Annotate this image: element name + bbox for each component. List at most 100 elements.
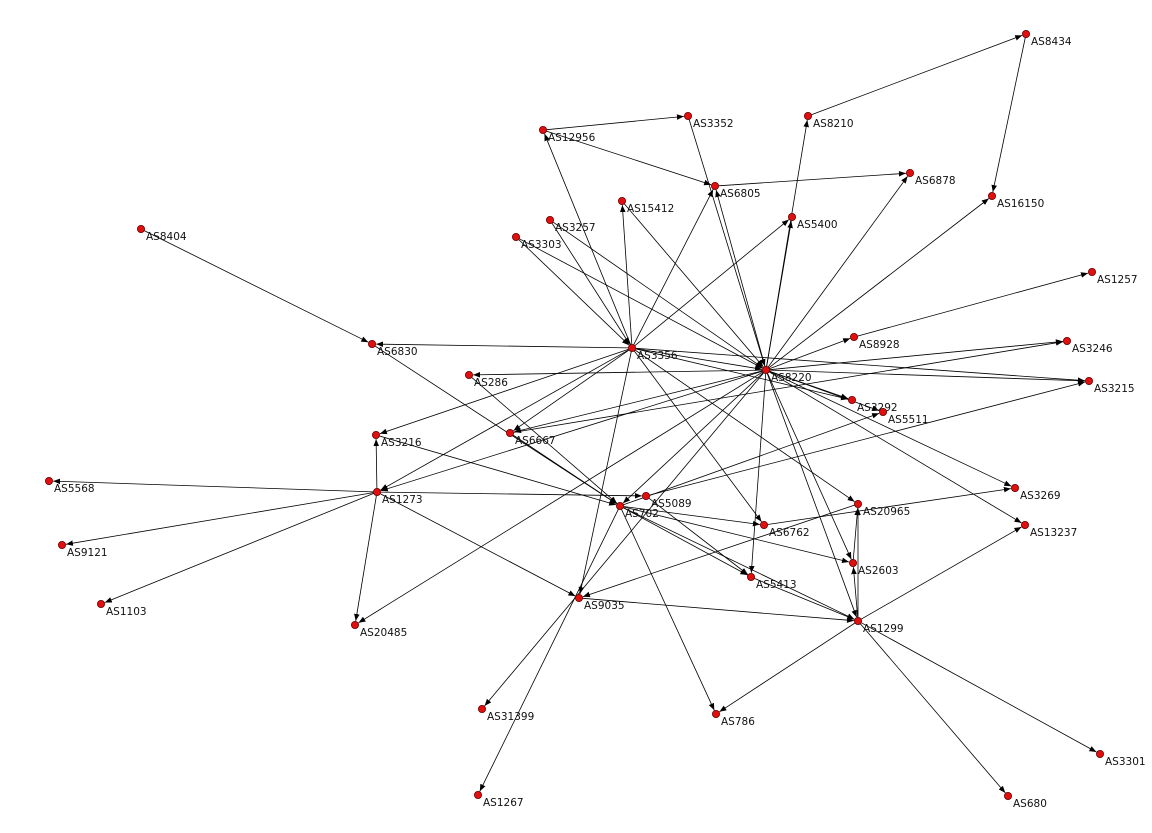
node-dot-as8928[interactable] bbox=[850, 332, 859, 341]
node-as8404[interactable]: AS8404 bbox=[136, 224, 187, 243]
node-dot-as9121[interactable] bbox=[58, 541, 67, 550]
node-as20485[interactable]: AS20485 bbox=[350, 621, 407, 639]
node-as6667[interactable]: AS6667 bbox=[505, 428, 556, 447]
node-dot-as8434[interactable] bbox=[1022, 29, 1031, 38]
node-as20965[interactable]: AS20965 bbox=[854, 499, 910, 518]
node-as9035[interactable]: AS9035 bbox=[575, 594, 625, 612]
node-dot-as6878[interactable] bbox=[906, 168, 915, 177]
node-as3356[interactable]: AS3356 bbox=[628, 343, 678, 362]
node-as12956[interactable]: AS12956 bbox=[539, 126, 596, 144]
edge-as3257-to-as8220 bbox=[552, 221, 763, 369]
node-dot-as3301[interactable] bbox=[1096, 750, 1105, 759]
node-as13237[interactable]: AS13237 bbox=[1021, 521, 1077, 539]
node-as5413[interactable]: AS5413 bbox=[747, 573, 797, 591]
node-as5089[interactable]: AS5089 bbox=[642, 491, 692, 510]
node-dot-as6762[interactable] bbox=[760, 521, 769, 530]
node-as8434[interactable]: AS8434 bbox=[1022, 29, 1072, 48]
edge-as3303-to-as3356 bbox=[518, 239, 630, 346]
node-as6805[interactable]: AS6805 bbox=[711, 181, 761, 200]
node-dot-as6805[interactable] bbox=[711, 181, 720, 190]
node-as1299[interactable]: AS1299 bbox=[854, 617, 904, 635]
node-label-as12956: AS12956 bbox=[548, 132, 596, 144]
node-as3292[interactable]: AS3292 bbox=[848, 395, 898, 414]
node-dot-as2603[interactable] bbox=[849, 559, 858, 568]
node-as786[interactable]: AS786 bbox=[712, 710, 755, 728]
node-as8220[interactable]: AS8220 bbox=[762, 365, 812, 384]
node-dot-as3246[interactable] bbox=[1063, 336, 1072, 345]
node-dot-as15412[interactable] bbox=[618, 196, 627, 205]
node-as5568[interactable]: AS5568 bbox=[45, 476, 95, 495]
node-as3215[interactable]: AS3215 bbox=[1085, 376, 1135, 395]
edge-as6667-to-as702 bbox=[512, 434, 617, 505]
node-as16150[interactable]: AS16150 bbox=[988, 191, 1044, 210]
node-dot-as3215[interactable] bbox=[1085, 376, 1094, 385]
node-dot-as3352[interactable] bbox=[684, 112, 693, 121]
node-as3246[interactable]: AS3246 bbox=[1063, 336, 1113, 355]
node-dot-as1299[interactable] bbox=[854, 617, 863, 626]
node-as1273[interactable]: AS1273 bbox=[372, 487, 423, 506]
node-as3301[interactable]: AS3301 bbox=[1096, 750, 1146, 768]
edge-as3356-to-as8220 bbox=[635, 348, 763, 371]
node-dot-as8210[interactable] bbox=[804, 112, 813, 121]
edge-as20965-to-as9035 bbox=[582, 504, 855, 598]
node-dot-as20965[interactable] bbox=[854, 499, 863, 508]
node-dot-as3303[interactable] bbox=[512, 232, 521, 241]
node-dot-as1273[interactable] bbox=[372, 487, 381, 496]
node-dot-as8220[interactable] bbox=[762, 365, 771, 374]
node-as9121[interactable]: AS9121 bbox=[58, 541, 108, 559]
node-as6762[interactable]: AS6762 bbox=[760, 521, 810, 539]
node-dot-as1103[interactable] bbox=[97, 600, 106, 609]
node-as6830[interactable]: AS6830 bbox=[367, 339, 418, 358]
node-dot-as9035[interactable] bbox=[575, 594, 584, 603]
node-dot-as13237[interactable] bbox=[1021, 521, 1030, 530]
node-as5511[interactable]: AS5511 bbox=[879, 407, 929, 426]
node-dot-as702[interactable] bbox=[616, 501, 625, 510]
node-dot-as786[interactable] bbox=[712, 710, 721, 719]
node-dot-as20485[interactable] bbox=[350, 621, 359, 630]
node-dot-as3216[interactable] bbox=[371, 430, 380, 439]
node-as31399[interactable]: AS31399 bbox=[477, 705, 534, 723]
node-as3303[interactable]: AS3303 bbox=[512, 232, 562, 251]
node-dot-as5568[interactable] bbox=[45, 476, 54, 485]
node-dot-as1267[interactable] bbox=[473, 791, 482, 800]
node-dot-as31399[interactable] bbox=[477, 705, 486, 714]
node-dot-as3356[interactable] bbox=[628, 343, 637, 352]
node-dot-as8404[interactable] bbox=[136, 224, 145, 233]
node-dot-as16150[interactable] bbox=[988, 191, 997, 200]
node-as702[interactable]: AS702 bbox=[616, 501, 659, 520]
node-dot-as12956[interactable] bbox=[539, 126, 548, 135]
node-as1267[interactable]: AS1267 bbox=[473, 791, 524, 809]
node-as8210[interactable]: AS8210 bbox=[804, 112, 854, 130]
node-as5400[interactable]: AS5400 bbox=[788, 212, 838, 231]
edge-as3356-to-as15412 bbox=[619, 205, 633, 345]
node-dot-as5400[interactable] bbox=[788, 212, 797, 221]
node-dot-as6667[interactable] bbox=[505, 428, 514, 437]
node-as2603[interactable]: AS2603 bbox=[849, 559, 899, 577]
edge-as1273-to-as5568 bbox=[53, 478, 374, 493]
node-as1103[interactable]: AS1103 bbox=[97, 600, 147, 618]
node-as286[interactable]: AS286 bbox=[464, 370, 508, 389]
node-as680[interactable]: AS680 bbox=[1004, 792, 1047, 810]
edge-as6762-to-as3269 bbox=[767, 486, 1011, 525]
node-dot-as1257[interactable] bbox=[1088, 267, 1097, 276]
node-as6878[interactable]: AS6878 bbox=[906, 168, 956, 187]
node-dot-as5089[interactable] bbox=[642, 491, 651, 500]
node-dot-as3257[interactable] bbox=[546, 215, 555, 224]
node-as3269[interactable]: AS3269 bbox=[1011, 483, 1061, 502]
node-dot-as3269[interactable] bbox=[1011, 483, 1020, 492]
node-as3216[interactable]: AS3216 bbox=[371, 430, 422, 449]
node-as15412[interactable]: AS15412 bbox=[618, 196, 674, 215]
edge-as3356-to-as12956 bbox=[544, 133, 631, 345]
node-dot-as286[interactable] bbox=[464, 370, 473, 379]
node-as8928[interactable]: AS8928 bbox=[850, 332, 900, 351]
node-as3257[interactable]: AS3257 bbox=[546, 215, 596, 234]
node-dot-as3292[interactable] bbox=[848, 395, 857, 404]
node-dot-as5511[interactable] bbox=[879, 407, 888, 416]
node-dot-as680[interactable] bbox=[1004, 792, 1013, 801]
node-as3352[interactable]: AS3352 bbox=[684, 112, 734, 130]
node-dot-as5413[interactable] bbox=[747, 573, 756, 582]
node-dot-as6830[interactable] bbox=[367, 339, 376, 348]
node-as1257[interactable]: AS1257 bbox=[1088, 267, 1138, 286]
